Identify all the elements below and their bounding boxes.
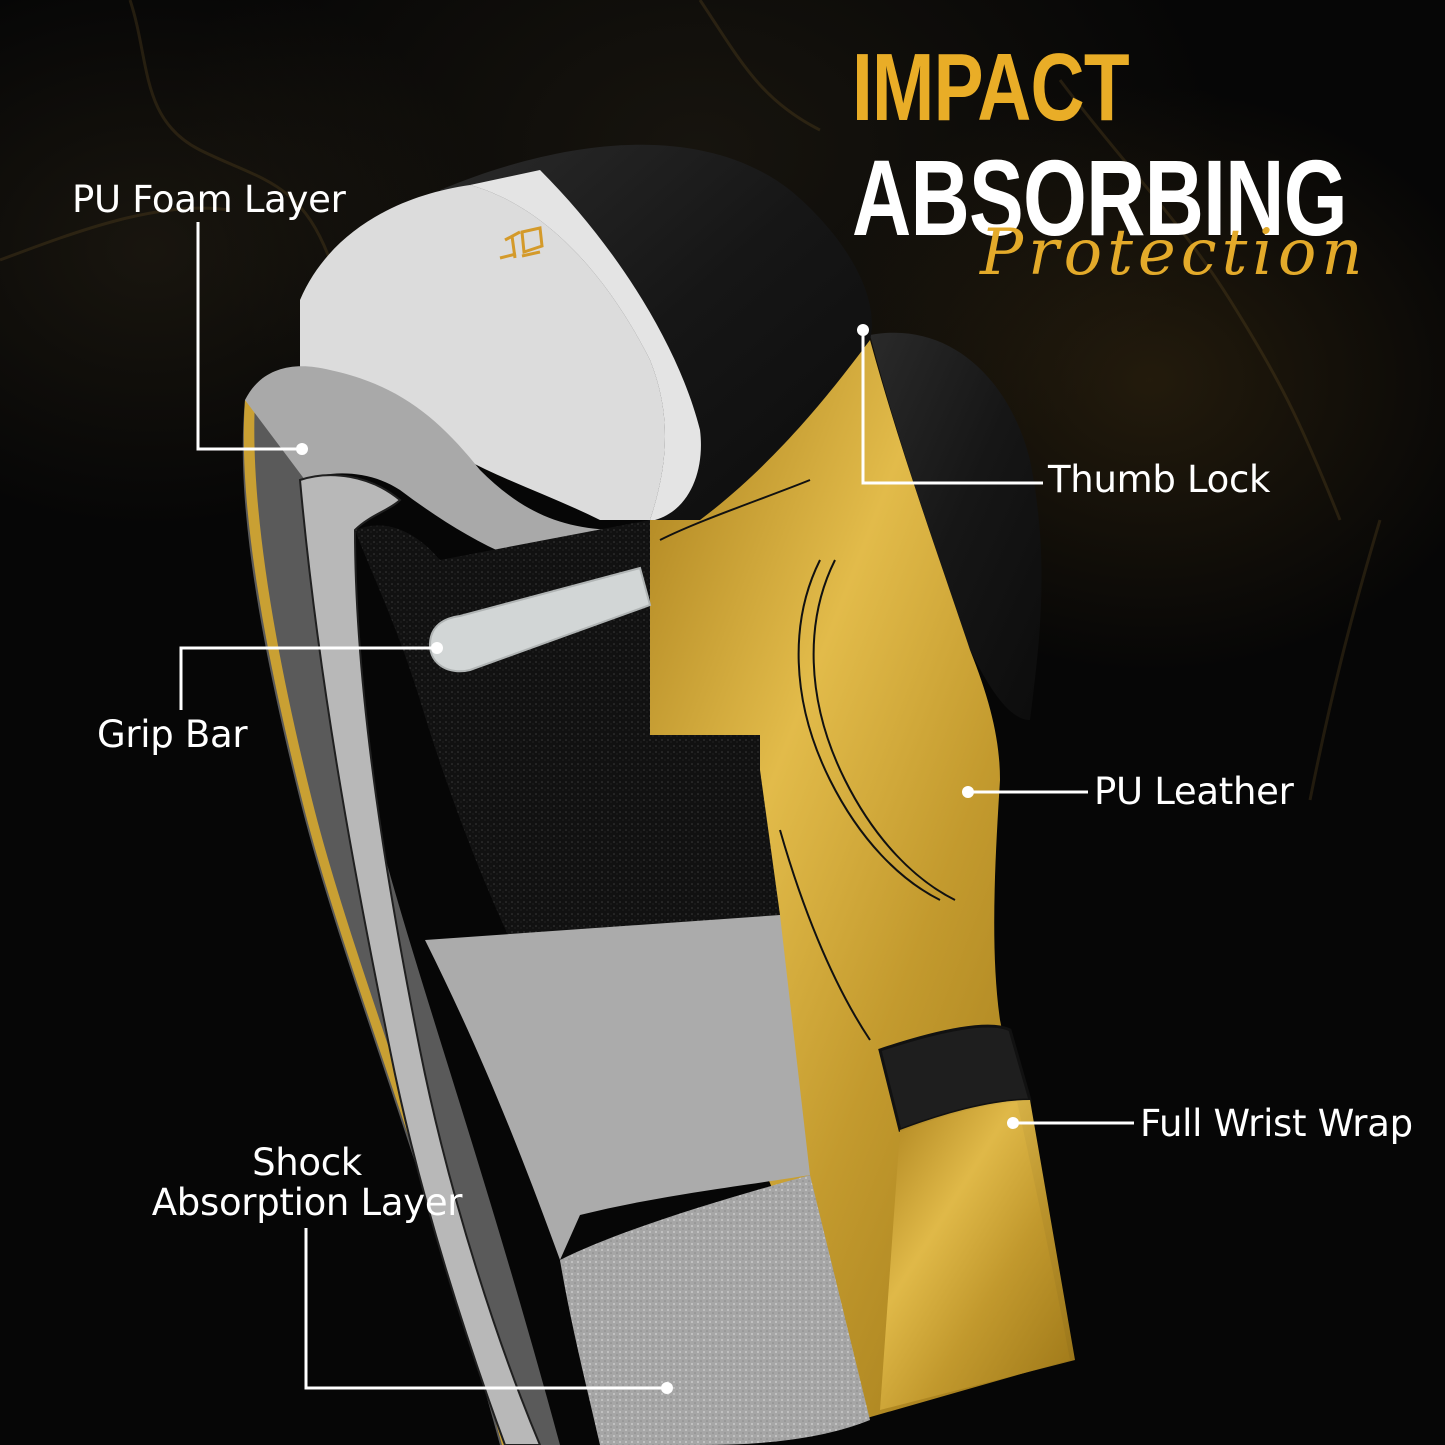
callout-label-grip-bar: Grip Bar [97, 713, 248, 756]
callout-label-shock-line2: Absorption Layer [151, 1181, 463, 1224]
callout-label-pu-foam-layer: PU Foam Layer [72, 178, 346, 221]
headline-protection-script: Protection [980, 216, 1368, 290]
callout-label-pu-leather: PU Leather [1094, 770, 1294, 813]
brand-logo-mark [499, 226, 544, 260]
callout-label-thumb-lock: Thumb Lock [1048, 458, 1271, 501]
headline-impact: IMPACT [852, 34, 1130, 141]
callout-label-shock-line1: Shock [252, 1141, 362, 1184]
callout-label-full-wrist-wrap: Full Wrist Wrap [1140, 1102, 1413, 1145]
pu-foam-gray-wave [245, 366, 650, 568]
gray-block-layer [425, 915, 810, 1260]
wrist-strap-gold [880, 1100, 1075, 1410]
callout-label-shock-absorption: Shock Absorption Layer [134, 1143, 480, 1223]
pu-foam-white-right [470, 170, 701, 520]
headline-absorbing: ABSORBING [852, 137, 1348, 258]
pu-foam-white [300, 185, 665, 520]
